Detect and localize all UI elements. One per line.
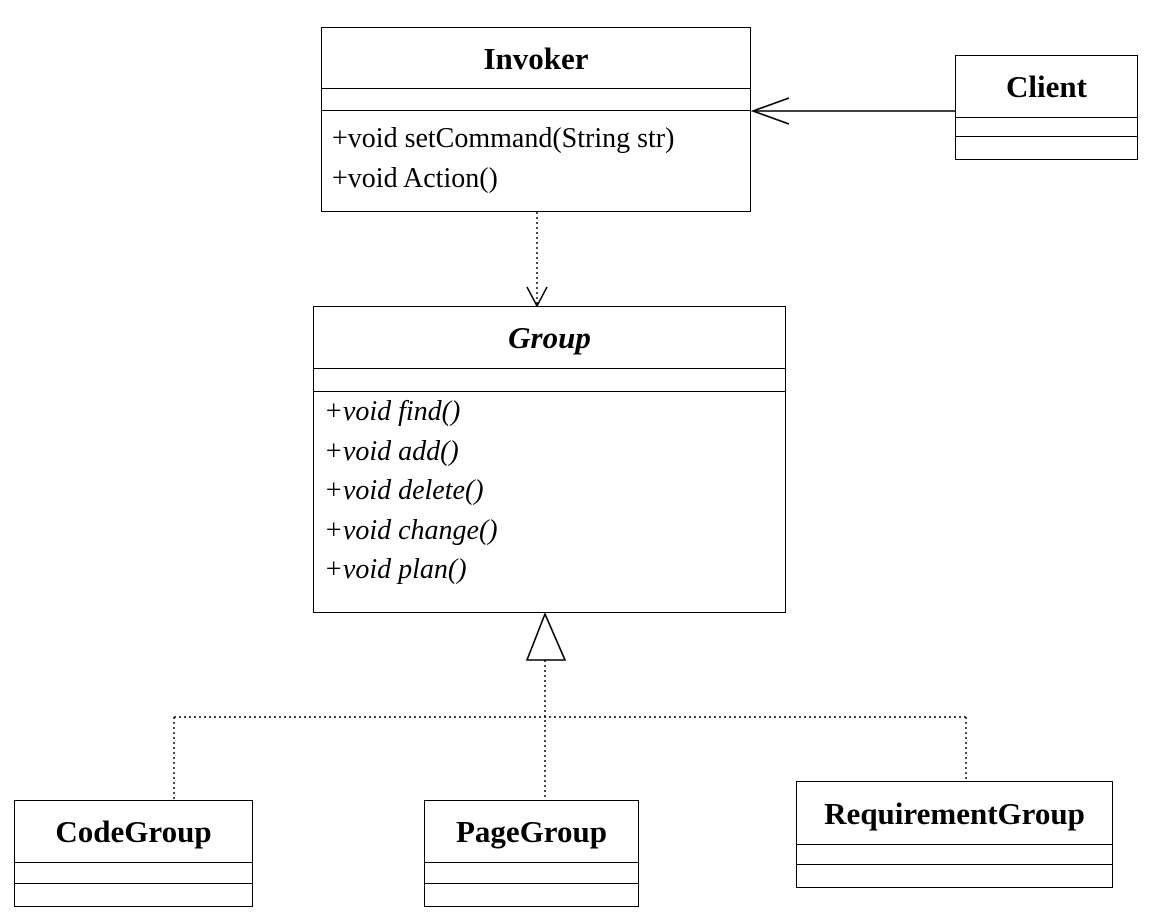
- invoker-operations: +void setCommand(String str) +void Actio…: [322, 111, 750, 199]
- invoker-class-name: Invoker: [322, 28, 750, 89]
- requirement-group-attributes: [797, 845, 1112, 865]
- client-attributes: [956, 118, 1137, 137]
- invoker-operation-action: +void Action(): [332, 163, 498, 194]
- group-attributes: [314, 369, 785, 392]
- code-group-class[interactable]: CodeGroup: [14, 800, 253, 907]
- group-class[interactable]: Group +void find() +void add() +void del…: [313, 306, 786, 613]
- invoker-attributes: [322, 89, 750, 111]
- requirement-group-operations: [797, 865, 1112, 885]
- invoker-class[interactable]: Invoker +void setCommand(String str) +vo…: [321, 27, 751, 212]
- client-invoker-association: [750, 97, 956, 125]
- group-operation-change: +void change(): [324, 514, 498, 546]
- code-group-attributes: [15, 863, 252, 884]
- client-class-name: Client: [956, 56, 1137, 118]
- code-group-class-name: CodeGroup: [15, 801, 252, 863]
- page-group-operations: [425, 884, 638, 904]
- page-group-class-name: PageGroup: [425, 801, 638, 863]
- invoker-group-dependency: [526, 212, 548, 308]
- requirement-group-class-name: RequirementGroup: [797, 782, 1112, 845]
- group-class-name: Group: [314, 307, 785, 369]
- group-realization: [173, 611, 967, 800]
- group-operations: +void find() +void add() +void delete() …: [314, 392, 785, 590]
- code-group-operations: [15, 884, 252, 904]
- group-operation-plan: +void plan(): [324, 554, 467, 585]
- page-group-class[interactable]: PageGroup: [424, 800, 639, 907]
- group-operation-delete: +void delete(): [324, 475, 484, 506]
- group-operation-add: +void add(): [324, 435, 459, 467]
- group-operation-find: +void find(): [324, 396, 461, 427]
- client-class[interactable]: Client: [955, 55, 1138, 160]
- invoker-operation-set-command: +void setCommand(String str): [332, 123, 675, 154]
- page-group-attributes: [425, 863, 638, 884]
- requirement-group-class[interactable]: RequirementGroup: [796, 781, 1113, 888]
- client-operations: [956, 137, 1137, 157]
